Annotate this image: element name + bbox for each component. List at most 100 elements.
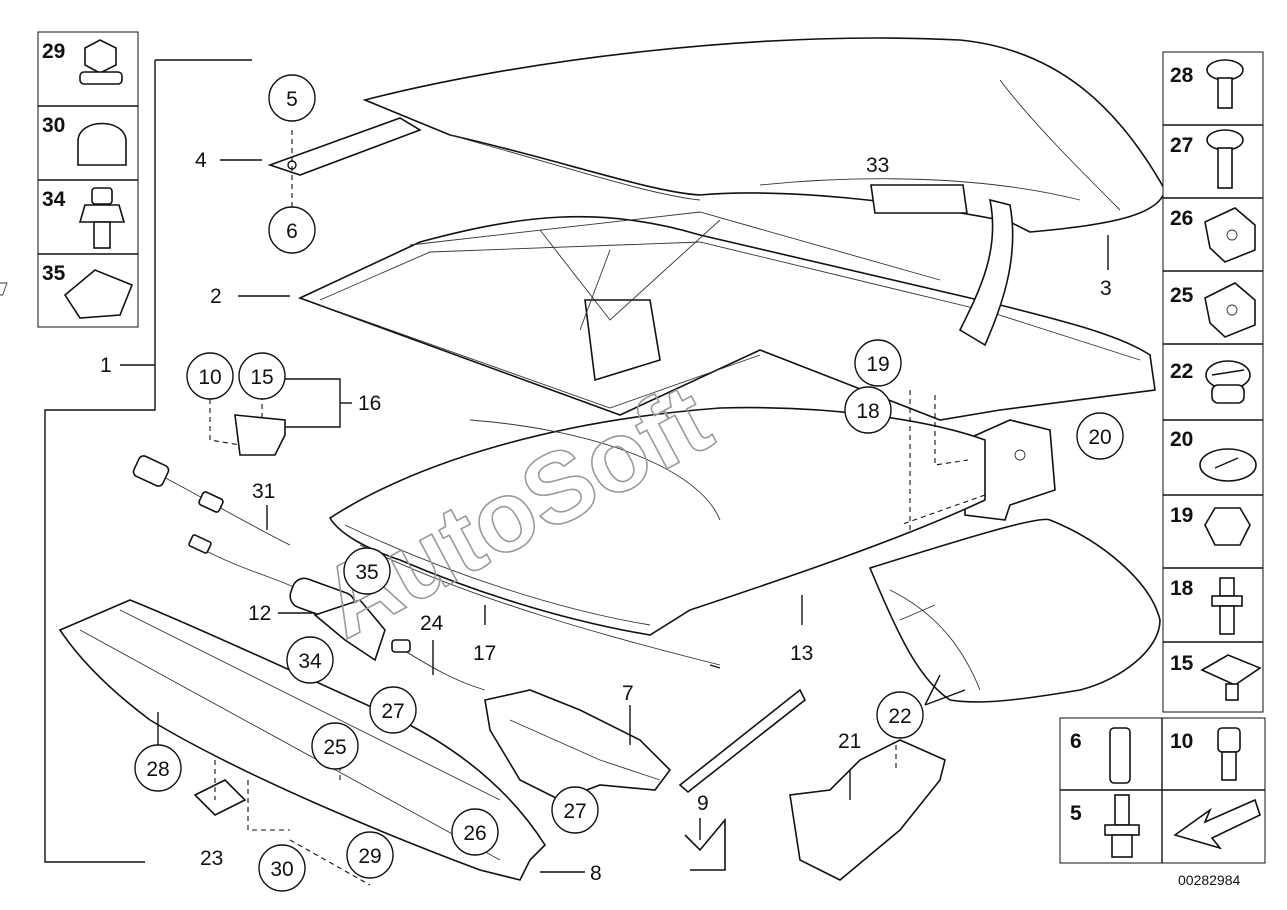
part-cover-bag: [868, 518, 1161, 703]
right-panel-item-22: 22: [1170, 360, 1251, 404]
circled-callout-5: 5: [268, 74, 316, 122]
square-clip-icon: [1200, 654, 1262, 701]
circled-callouts: 5 6 10 15 19 18 20 35 34 27 25 22 27 28 …: [134, 74, 1124, 892]
left-panel-item-35: 35: [0, 262, 134, 319]
callout-13: 13: [790, 642, 813, 665]
svg-text:34: 34: [42, 188, 66, 211]
grommet-icon: [0, 269, 134, 319]
callout-2: 2: [210, 285, 222, 308]
circled-callout-34: 34: [286, 636, 334, 684]
svg-text:10: 10: [1170, 730, 1193, 753]
circled-callout-10: 10: [186, 352, 234, 400]
part-frame: [297, 198, 1156, 421]
part-rail: [267, 117, 422, 176]
bottom-panel-item-arrow: [1173, 798, 1261, 850]
svg-text:35: 35: [355, 561, 378, 584]
hex-nut-icon: [1204, 507, 1251, 546]
callout-9: 9: [697, 792, 709, 815]
circled-callout-20: 20: [1076, 412, 1124, 460]
bottom-panel-item-6: 6: [1070, 727, 1131, 784]
circled-callout-19: 19: [854, 339, 902, 387]
callout-31: 31: [252, 480, 275, 503]
hex-nut-icon: [79, 39, 123, 85]
dome-cap-icon: [77, 122, 127, 166]
pin-icon: [1109, 727, 1131, 784]
svg-text:5: 5: [286, 88, 298, 111]
circled-callout-29: 29: [346, 831, 394, 879]
rivet-icon: [1104, 794, 1140, 858]
right-panel-item-20: 20: [1170, 428, 1257, 482]
svg-text:19: 19: [866, 353, 889, 376]
part-lower-trim: [58, 599, 547, 881]
bottom-panel-item-5: 5: [1070, 794, 1140, 858]
stud-bolt-icon: [1211, 577, 1243, 635]
svg-text:27: 27: [563, 800, 586, 823]
circled-callout-27b: 27: [551, 786, 599, 834]
svg-text:30: 30: [42, 114, 65, 137]
circled-callout-6: 6: [268, 206, 316, 254]
right-panel-item-27: 27: [1170, 129, 1244, 189]
part-motor-and-cables: [132, 455, 386, 662]
svg-text:26: 26: [463, 822, 486, 845]
callout-16: 16: [358, 392, 381, 415]
callout-23: 23: [200, 847, 223, 870]
direction-arrow-icon: [1173, 798, 1261, 850]
circled-callout-25: 25: [311, 722, 359, 770]
svg-text:15: 15: [1170, 652, 1194, 675]
svg-text:6: 6: [1070, 730, 1082, 753]
svg-text:18: 18: [856, 400, 879, 423]
svg-text:19: 19: [1170, 504, 1193, 527]
part-small-items: [193, 739, 946, 881]
threaded-bolt-icon: [78, 187, 126, 249]
left-panel-item-34: 34: [42, 187, 126, 249]
spring-clip-icon: [1204, 282, 1256, 338]
callout-8: 8: [590, 862, 602, 885]
spring-clip-icon: [1204, 207, 1256, 263]
svg-text:20: 20: [1170, 428, 1193, 451]
svg-text:28: 28: [1170, 64, 1194, 87]
split-grommet-icon: [1205, 360, 1251, 404]
callout-17: 17: [473, 642, 496, 665]
svg-text:20: 20: [1088, 426, 1111, 449]
svg-text:34: 34: [298, 650, 322, 673]
circled-callout-30: 30: [258, 844, 306, 892]
svg-text:10: 10: [198, 366, 221, 389]
svg-text:30: 30: [270, 858, 293, 881]
left-parts-panel: 29 30 34 35: [0, 31, 139, 328]
svg-text:6: 6: [286, 220, 298, 243]
plain-callouts: 1 2 3 4 7 8 9 12 13 16 17 21 23 24 28 31…: [100, 149, 1112, 885]
bottom-right-parts-panel: 6 10 5: [1059, 717, 1266, 864]
bottom-panel-item-10: 10: [1170, 727, 1241, 781]
part-clip-detail: [234, 414, 286, 456]
circled-callout-15: 15: [238, 352, 286, 400]
circled-callout-28: 28: [134, 744, 182, 792]
callout-7: 7: [622, 682, 634, 705]
callout-3: 3: [1100, 277, 1112, 300]
leader-lines: [44, 59, 1109, 886]
circled-callout-35: 35: [343, 547, 391, 595]
right-panel-item-18: 18: [1170, 577, 1243, 635]
svg-text:26: 26: [1170, 207, 1193, 230]
flange-screw-long-icon: [1206, 129, 1244, 189]
svg-text:27: 27: [381, 700, 404, 723]
svg-text:27: 27: [1170, 134, 1193, 157]
part-top-cover: [362, 37, 1166, 233]
svg-text:29: 29: [42, 40, 65, 63]
part-cover-panel: [328, 406, 986, 666]
circled-callout-18: 18: [844, 386, 892, 434]
svg-text:15: 15: [250, 366, 273, 389]
circled-callout-27a: 27: [369, 686, 417, 734]
right-panel-item-19: 19: [1170, 504, 1251, 546]
diagram-code: 00282984: [1178, 872, 1241, 888]
right-panel-item-26: 26: [1170, 207, 1256, 263]
svg-text:25: 25: [323, 736, 346, 759]
right-panel-item-28: 28: [1170, 59, 1244, 109]
part-mechanism: [391, 639, 807, 801]
left-panel-item-30: 30: [42, 114, 127, 166]
svg-text:22: 22: [1170, 360, 1193, 383]
socket-screw-icon: [1217, 727, 1241, 781]
circled-callout-22: 22: [876, 691, 924, 739]
left-panel-item-29: 29: [42, 39, 123, 85]
svg-text:22: 22: [888, 705, 911, 728]
right-parts-panel: 28 27 26 25 22 20 19 18: [1162, 51, 1264, 713]
